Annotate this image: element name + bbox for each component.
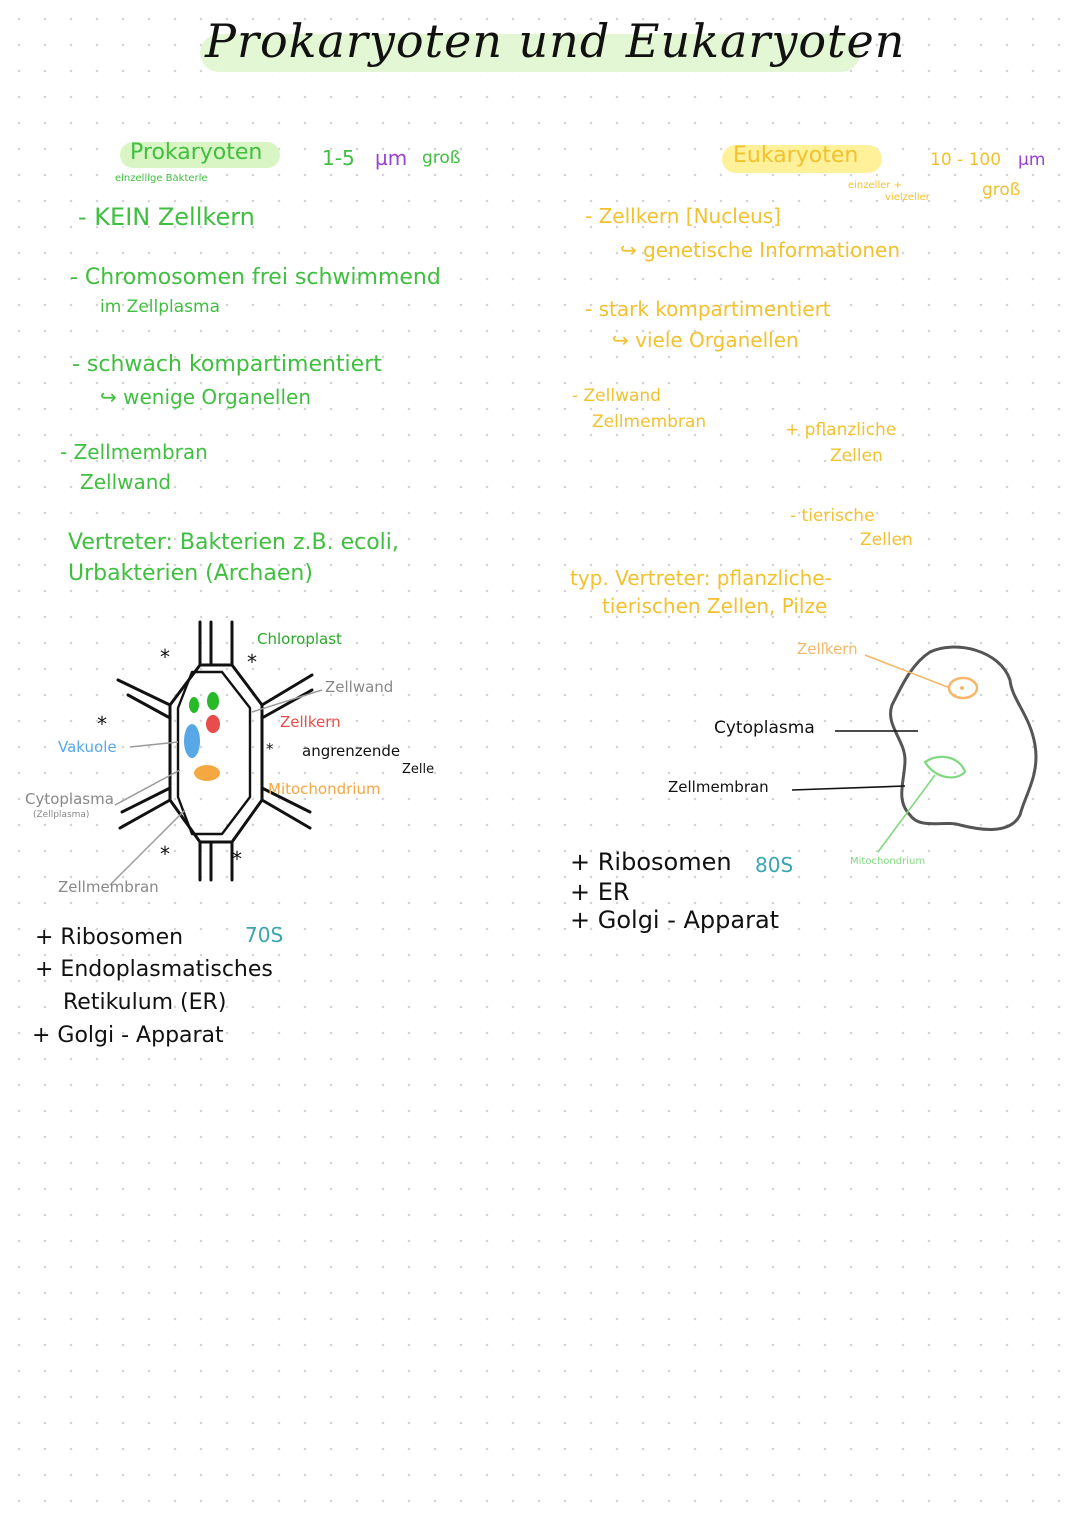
prokaryoten-vertreter-1: Vertreter: Bakterien z.B. ecoli, <box>68 530 399 555</box>
eukaryoten-vertreter-2: tierischen Zellen, Pilze <box>602 594 828 618</box>
eukaryoten-highlight <box>722 145 882 173</box>
eukaryoten-size-suffix: groß <box>982 180 1021 200</box>
point-pflanzliche: + pflanzliche <box>785 420 897 440</box>
label-zellkern: Zellkern <box>280 713 341 731</box>
label-cytoplasma-right: Cytoplasma <box>714 718 815 738</box>
point-chromosomen-2: im Zellplasma <box>100 297 221 317</box>
prokaryoten-highlight <box>120 142 280 168</box>
point-tierische: - tierische <box>790 506 875 526</box>
eukaryoten-heading: Eukaryoten <box>733 143 859 168</box>
point-zellkern-nucleus: - Zellkern [Nucleus] <box>585 204 781 228</box>
label-zelle: Zelle <box>402 762 435 777</box>
prokaryoten-size-unit: µm <box>375 146 408 170</box>
prokaryoten-ribosomen: + Ribosomen <box>35 925 184 950</box>
label-cytoplasma-left: Cytoplasma <box>25 790 114 808</box>
prokaryoten-heading: Prokaryoten <box>130 140 263 165</box>
page-title: Prokaryoten und Eukaryoten <box>205 14 906 68</box>
point-viele-organellen: ↪ viele Organellen <box>612 328 799 352</box>
label-zellplasma: (Zellplasma) <box>33 810 90 820</box>
prokaryoten-subheading: einzellige Bakterie <box>115 173 208 184</box>
eukaryoten-ribosomen-size: 80S <box>755 853 794 877</box>
point-chromosomen: - Chromosomen frei schwimmend <box>70 265 441 290</box>
asterisk-4: * <box>160 842 170 866</box>
eukaryoten-subheading-1: einzeller + <box>848 180 903 191</box>
asterisk-angrenzende: * <box>266 740 274 758</box>
eukaryoten-vertreter-1: typ. Vertreter: pflanzliche- <box>570 566 832 590</box>
label-zellmembran-right: Zellmembran <box>668 778 769 796</box>
prokaryoten-size-suffix: groß <box>422 148 461 168</box>
point-zellmembran-right: Zellmembran <box>592 412 707 432</box>
label-mitochondrium-right: Mitochondrium <box>850 856 926 867</box>
prokaryoten-er-1: + Endoplasmatisches <box>35 957 273 982</box>
eukaryoten-size-unit: µm <box>1018 150 1046 170</box>
prokaryoten-golgi: + Golgi - Apparat <box>32 1023 224 1048</box>
eukaryoten-ribosomen: + Ribosomen <box>570 848 732 876</box>
label-vakuole: Vakuole <box>58 738 117 756</box>
point-tierische-zellen: Zellen <box>860 530 913 550</box>
prokaryoten-vertreter-2: Urbakterien (Archaen) <box>68 561 313 586</box>
eukaryoten-er: + ER <box>570 878 630 906</box>
prokaryoten-er-2: Retikulum (ER) <box>63 990 227 1015</box>
point-schwach: - schwach kompartimentiert <box>72 352 382 377</box>
label-angrenzende: angrenzende <box>302 742 401 760</box>
prokaryoten-ribosomen-size: 70S <box>245 923 284 947</box>
point-wenige-organellen: ↪ wenige Organellen <box>100 385 312 409</box>
point-pflanzliche-zellen: Zellen <box>830 446 883 466</box>
asterisk-3: * <box>97 712 107 736</box>
label-zellmembran-left: Zellmembran <box>58 878 159 896</box>
title-highlight <box>200 34 860 72</box>
point-zellmembran: - Zellmembran <box>60 440 208 464</box>
label-chloroplast: Chloroplast <box>257 630 342 648</box>
prokaryoten-size-range: 1-5 <box>322 146 355 170</box>
label-mitochondrium-left: Mitochondrium <box>268 780 381 798</box>
label-zellwand: Zellwand <box>325 678 394 696</box>
eukaryoten-golgi: + Golgi - Apparat <box>570 906 780 934</box>
eukaryoten-size-range: 10 - 100 <box>930 150 1002 170</box>
point-kein-zellkern: - KEIN Zellkern <box>78 203 255 231</box>
label-zellkern-right: Zellkern <box>797 640 858 658</box>
eukaryoten-subheading-2: vielzeller <box>885 192 930 203</box>
asterisk-1: * <box>160 645 170 669</box>
asterisk-2: * <box>247 650 257 674</box>
point-genetische-info: ↪ genetische Informationen <box>620 238 900 262</box>
point-zellwand-right: - Zellwand <box>572 386 661 406</box>
point-zellwand: Zellwand <box>80 470 172 494</box>
asterisk-5: * <box>232 847 242 871</box>
point-stark: - stark kompartimentiert <box>585 297 831 321</box>
